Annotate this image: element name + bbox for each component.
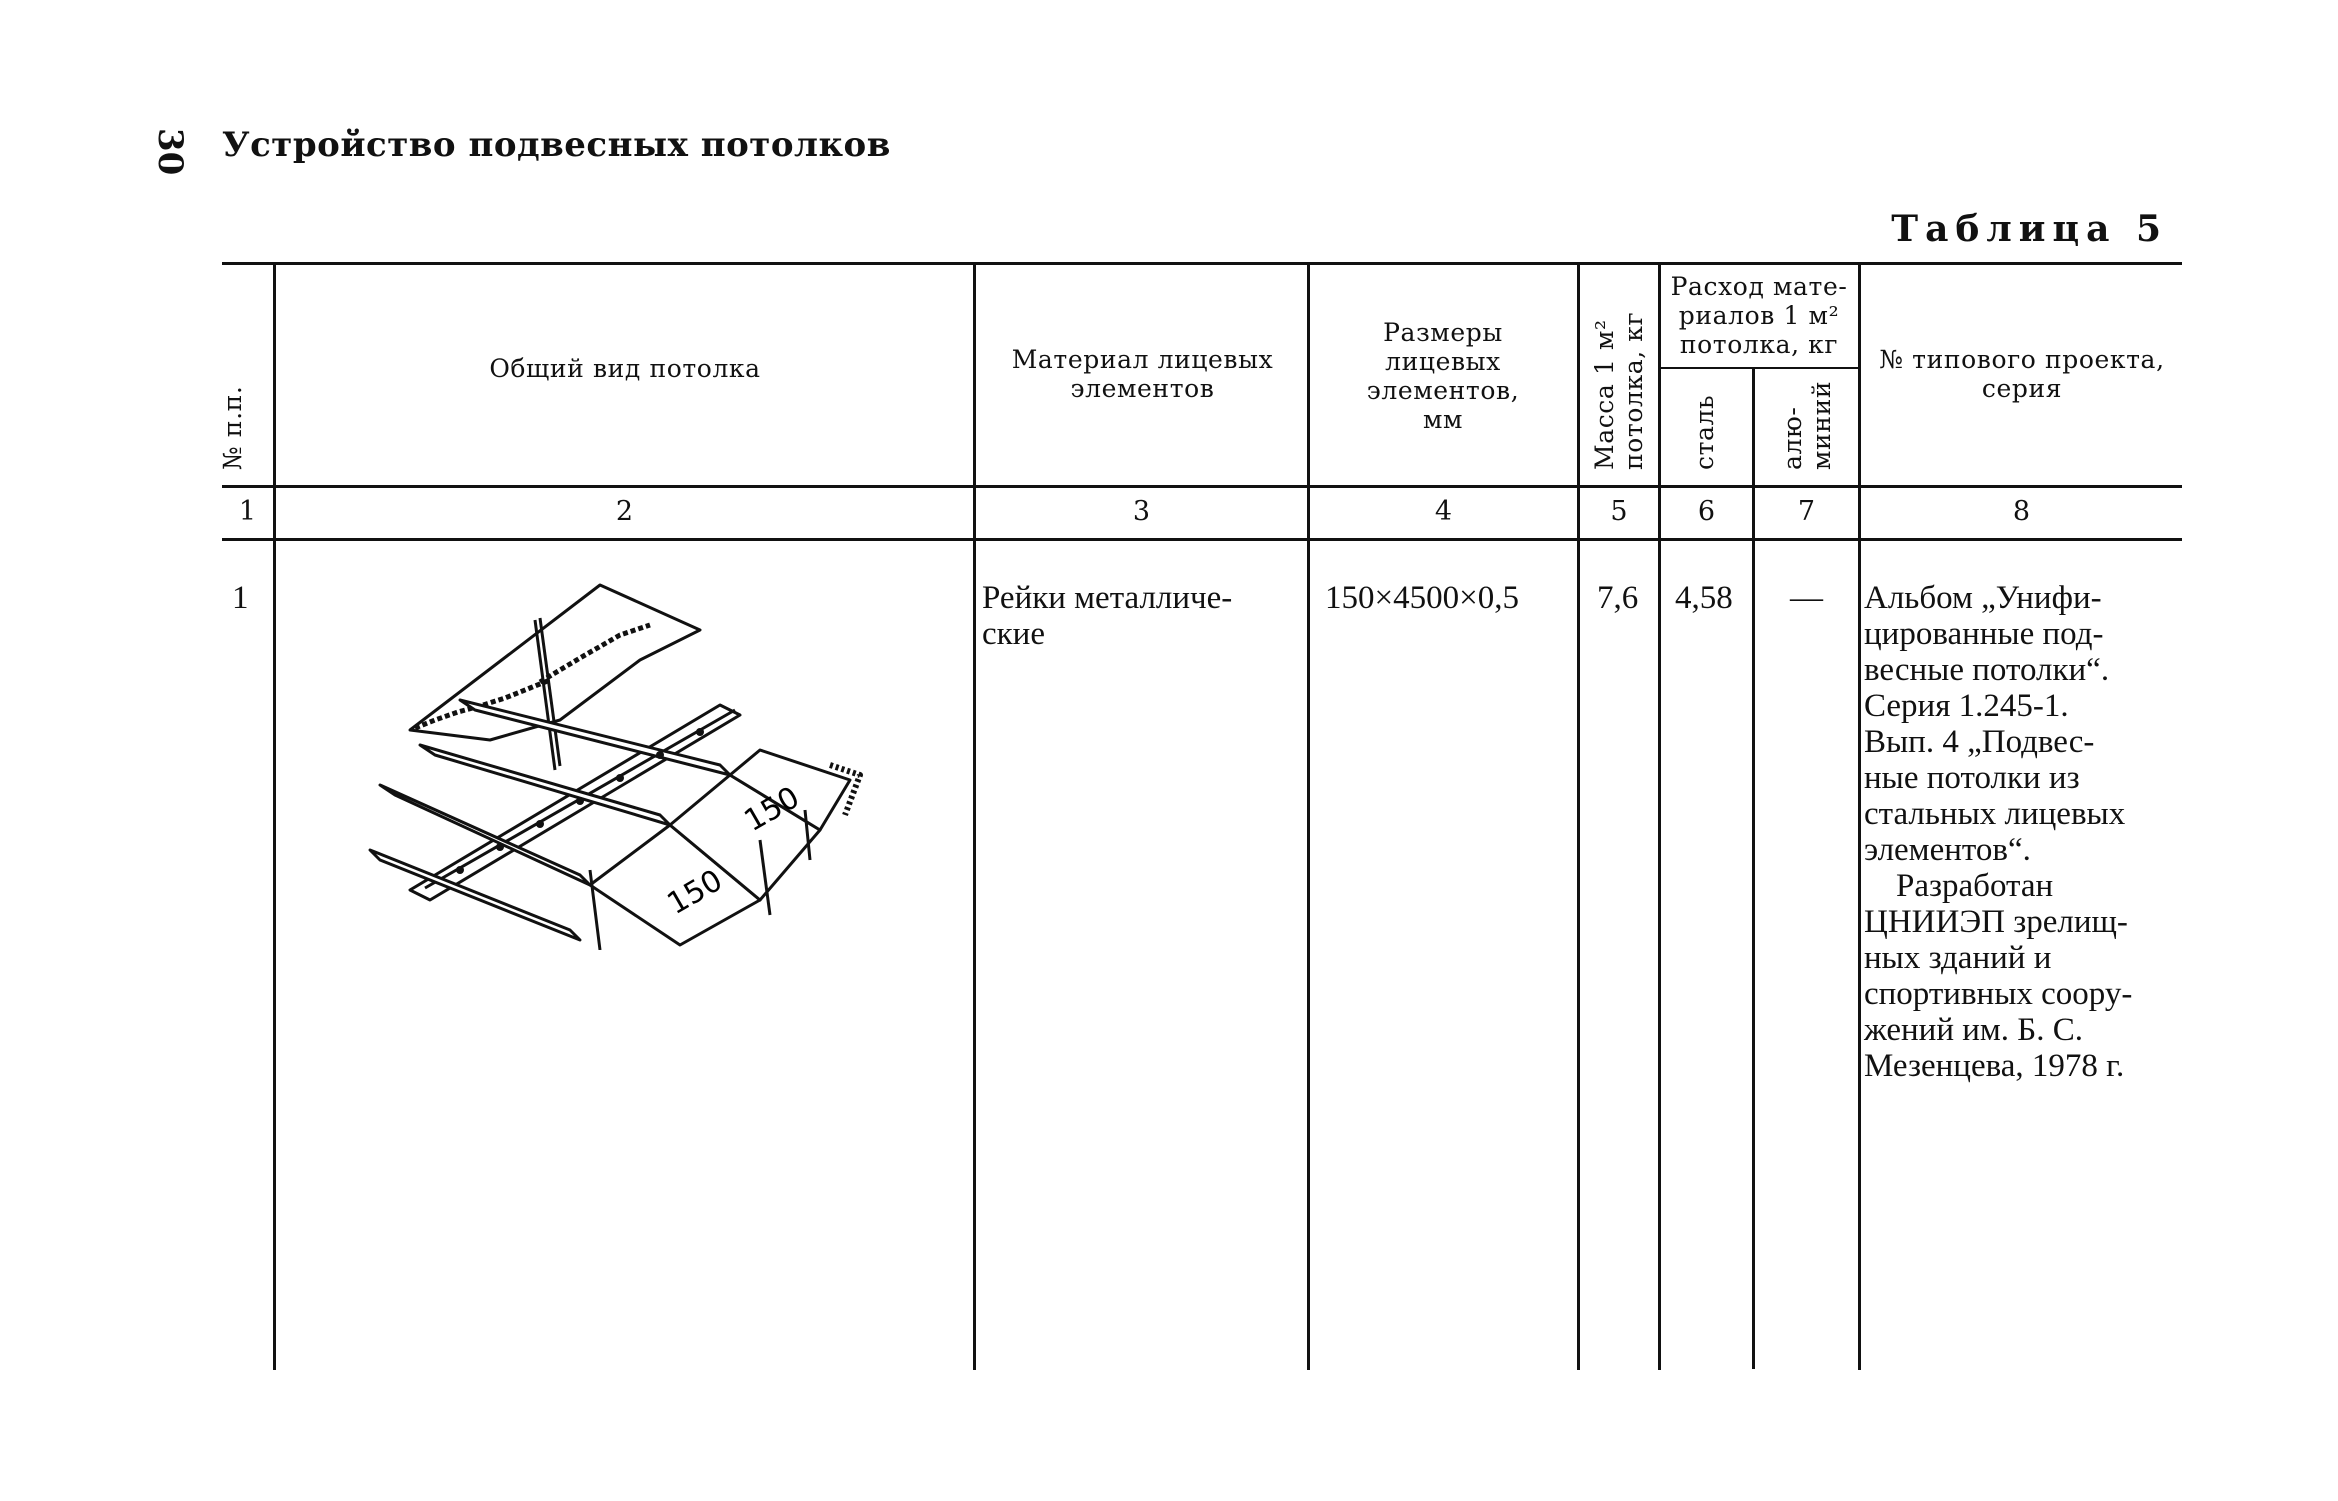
header-col7: алю- миний [1778,380,1836,470]
column-number: 3 [1132,496,1151,527]
project-line: стальных лицевых [1864,796,2126,832]
project-line: Серия 1.245-1. [1864,688,2069,724]
header-col3: Материал лицевых элементов [1011,345,1274,403]
header-col8: № типового проекта, серия [1879,345,2165,403]
mass-cell: 7,6 [1597,580,1639,616]
row-number: 1 [232,580,249,616]
table-caption: Таблица 5 [1891,208,2168,250]
column-number: 1 [238,496,257,527]
column-number: 5 [1610,496,1628,527]
column-number: 6 [1697,496,1716,527]
column-number: 2 [615,496,634,527]
header-col4: Размеры лицевых элементов, мм [1366,318,1520,434]
sizes-cell: 150×4500×0,5 [1325,580,1519,616]
project-cell: Альбом „Унифи- цированные под- весные по… [1864,580,2180,1084]
project-line: элементов“. [1864,832,2031,868]
steel-cell: 4,58 [1675,580,1733,616]
project-line: Вып. 4 „Подвес- [1864,724,2095,760]
page-number: 30 [150,128,190,176]
project-line: Разработан [1896,868,2054,904]
project-line: ных зданий и [1864,940,2052,976]
aluminium-cell: — [1790,580,1823,616]
header-col6: сталь [1690,394,1719,470]
project-line: жений им. Б. С. [1864,1012,2083,1048]
header-group-consumption: Расход мате- риалов 1 м² потолка, кг [1670,272,1848,359]
project-line: весные потолки“. [1864,652,2110,688]
project-line: ные потолки из [1864,760,2080,796]
column-number: 8 [2012,496,2031,527]
project-line: Альбом „Унифи- [1864,580,2102,616]
column-number: 4 [1434,496,1453,527]
header-col5: Масса 1 м² потолка, кг [1590,311,1648,470]
running-title: Устройство подвесных потолков [222,125,891,165]
project-line: спортивных соору- [1864,976,2133,1012]
ceiling-drawing: 150 150 [368,583,863,950]
column-number: 7 [1797,496,1816,527]
header-col1: № п.п. [218,385,247,470]
project-line: цированные под- [1864,616,2104,652]
material-cell: Рейки металличе- ские [982,580,1233,652]
project-line: ЦНИИЭП зрелищ- [1864,904,2128,940]
header-col2: Общий вид потолка [489,354,761,383]
project-line: Мезенцева, 1978 г. [1864,1048,2125,1084]
